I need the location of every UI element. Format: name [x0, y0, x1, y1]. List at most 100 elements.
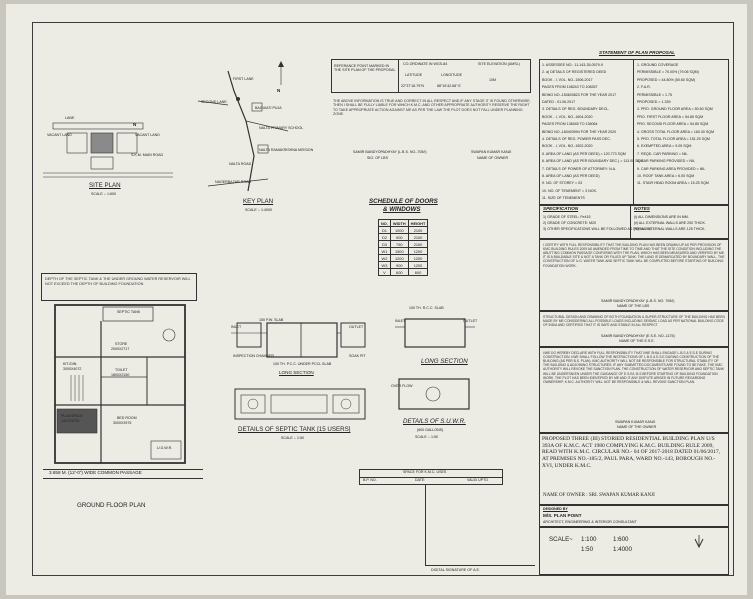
cert3-signature: SWAPAN KUMAR KANJI [615, 420, 656, 424]
elev-value: 10M [489, 78, 496, 82]
ugwr-capacity: (600 GALLONS) [417, 428, 444, 432]
statement-divider [539, 59, 634, 205]
common-passage-label: 3.658 M. (12'-0") WIDE COMMON PASSAGE [49, 470, 142, 475]
ugwr-scale: SCALE :- 1:50 [415, 435, 438, 439]
ugwr-section-drawing [395, 318, 475, 348]
septic-section-label: 100 TH. P.C.C. UNDER PCCL SLAB [273, 362, 332, 366]
statement-line: 6. EXEMPTED AREA = 9.05 SQM [637, 144, 692, 149]
site-road-label: S.K.M. MAIN ROAD [131, 153, 164, 157]
room-dim: 1800X2150 [111, 373, 130, 377]
statement-title: STATEMENT OF PLAN PROPOSAL [599, 50, 675, 55]
proposal-text: PROPOSED THREE (III) STORIED RESIDENTIAL… [542, 436, 721, 469]
lat-value: 22°37'18.79"N [401, 84, 424, 88]
spec-title: SPECIFICATION [543, 206, 579, 211]
statement-box [539, 59, 729, 205]
cert1-caption: NAME OF THE LBS [617, 304, 650, 308]
room-label: PUJA SPACE [61, 414, 83, 418]
spec-item: 2) GRADE OF CONCRETE: M20 [543, 221, 597, 225]
statement-line: 11. SIZE OF TENEMENTS [542, 196, 585, 201]
kmc-divider [359, 477, 503, 478]
owner-caption: NAME OF OWNER [477, 156, 509, 160]
cert1-signature: SAMIR BANDYOPADHYAY (L.B.S. NO. 705/I) [601, 299, 675, 303]
schedule-header: WIDTH [389, 219, 409, 227]
room-label: TOILET [115, 368, 128, 372]
statement-line: 4. GROSS TOTAL FLOOR AREA = 160.30 SQM [637, 129, 715, 134]
statement-line: PAGES FROM 136045 TO 136064 [542, 122, 598, 127]
scale-value: 1:100 [581, 536, 597, 543]
statement-line: 2. a) DETAILS OF REGISTERED DEED [542, 70, 607, 75]
statement-line: PERMISSIBLE = 70.00% (79.06 SQM) [637, 70, 699, 75]
schedule-cell: D3 [378, 240, 391, 248]
statement-line: 9. CAR PARKING AREA PROVIDED = NIL [637, 166, 706, 171]
key-plan-label: BAGUIATI PUJA [255, 106, 282, 110]
ugwr-label: 100 TH. R.C.C. SLAB [409, 306, 444, 310]
scale-dash: ~ [569, 536, 573, 543]
statement-line: 4. DETAILS OF REG. POWER PASS DEC. [542, 137, 611, 141]
passage-strip [43, 469, 203, 479]
site-plan-title: SITE PLAN [89, 182, 121, 189]
ground-floor-drawing [54, 304, 186, 464]
coord-label: CO-ORDINATE IN WGS-84 [403, 62, 448, 66]
schedule-cell: D1 [378, 226, 391, 234]
statement-line: 6. AREA OF LAND (AS PER BOUNDARY DEC.) =… [542, 159, 644, 164]
schedule-cell: 1000 [389, 226, 409, 234]
designer-box [539, 505, 729, 527]
cert2-caption: NAME OF THE E.S.E. [619, 339, 655, 343]
designer-address: ARCHITECT, ENGINEERING & INTERIOR CONSUL… [543, 520, 637, 524]
schedule-header: HEIGHT [407, 219, 429, 227]
key-plan-label: NALTA RAMAKRISHNA MISSION [259, 148, 314, 152]
designer-name: M/S. PLAN POINT [543, 513, 582, 518]
septic-section-label: INLET [231, 325, 242, 329]
room-dim: 1447X2075 [61, 419, 80, 423]
key-plan-scale: SCALE :- 1:4000 [245, 208, 272, 212]
statement-line: BEING NO.-160403994 FOR THE YEAR 2020 [542, 129, 617, 134]
cert1-text: I CERTIFY WITH FULL RESPONSIBILITY THAT … [543, 243, 725, 268]
lon-label: LONGITUDE [441, 73, 462, 77]
statement-line: 2. F.A.R. [637, 85, 651, 90]
drawing-sheet: LANE VACANT LAND VACANT LAND S.K.M. MAIN… [6, 4, 747, 595]
owner-name: SWAPAN KUMAR KANJI [471, 150, 512, 154]
ugwr-label: OUTLET [463, 319, 478, 323]
digital-signature-label: DIGITAL SIGNATURE OF A.E. [431, 568, 480, 572]
kmc-col: B.P. NO. [363, 478, 377, 482]
statement-line: 10. NO. OF TENEMENT = 3 NOS. [542, 188, 597, 193]
room-label: SEPTIC TANK [117, 310, 141, 314]
room-label: U.G.W.R. [157, 446, 173, 450]
drawing-frame: LANE VACANT LAND VACANT LAND S.K.M. MAIN… [32, 22, 734, 576]
reference-box [331, 59, 531, 93]
declaration-text: THE ABOVE INFORMATION IS TRUE AND CORREC… [333, 99, 531, 117]
statement-line: 10. ROOF TANK AREA = 6.00 SQM [637, 174, 695, 178]
schedule-cell: 1200 [389, 254, 409, 262]
statement-line: BOOK - I, VOL. NO.-1506-2017 [542, 77, 593, 82]
north-arrow-icon [694, 535, 704, 549]
schedule-cell: 750 [389, 240, 409, 248]
cert2-text: STRUCTURAL DESIGN AND DRAWING OF BOTH FO… [543, 315, 725, 328]
north-arrow-icon: N [277, 88, 281, 93]
scale-heading: SCALE [549, 536, 570, 543]
ugwr-section-title: LONG SECTION [421, 358, 468, 365]
room-label: STORE [115, 342, 128, 346]
lat-label: LATITUDE [405, 73, 423, 77]
schedule-cell: 2100 [407, 233, 429, 241]
septic-note-box [41, 273, 197, 301]
statement-line: DATED - 01.06.2017 [542, 100, 576, 104]
reference-divider [331, 59, 399, 93]
spec-box [539, 205, 729, 239]
cert3-caption: NAME OF THE OWNER [617, 425, 657, 429]
key-plan-label: SECOND LANE [201, 100, 227, 104]
spec-divider [539, 205, 631, 239]
statement-line: PRO. SECOND FLOOR AREA = 54.85 SQM [637, 122, 709, 127]
room-dim: 3000X4072 [63, 367, 82, 371]
schedule-subtitle: & WINDOWS [383, 206, 421, 213]
schedule-cell: 2100 [407, 240, 429, 248]
schedule-cell: V [378, 268, 391, 276]
schedule-cell: W3 [378, 261, 391, 269]
digital-sig-line [425, 565, 535, 566]
kmc-col: VALID UPTO [467, 478, 489, 482]
designer-label: DESIGNED BY [543, 507, 568, 511]
